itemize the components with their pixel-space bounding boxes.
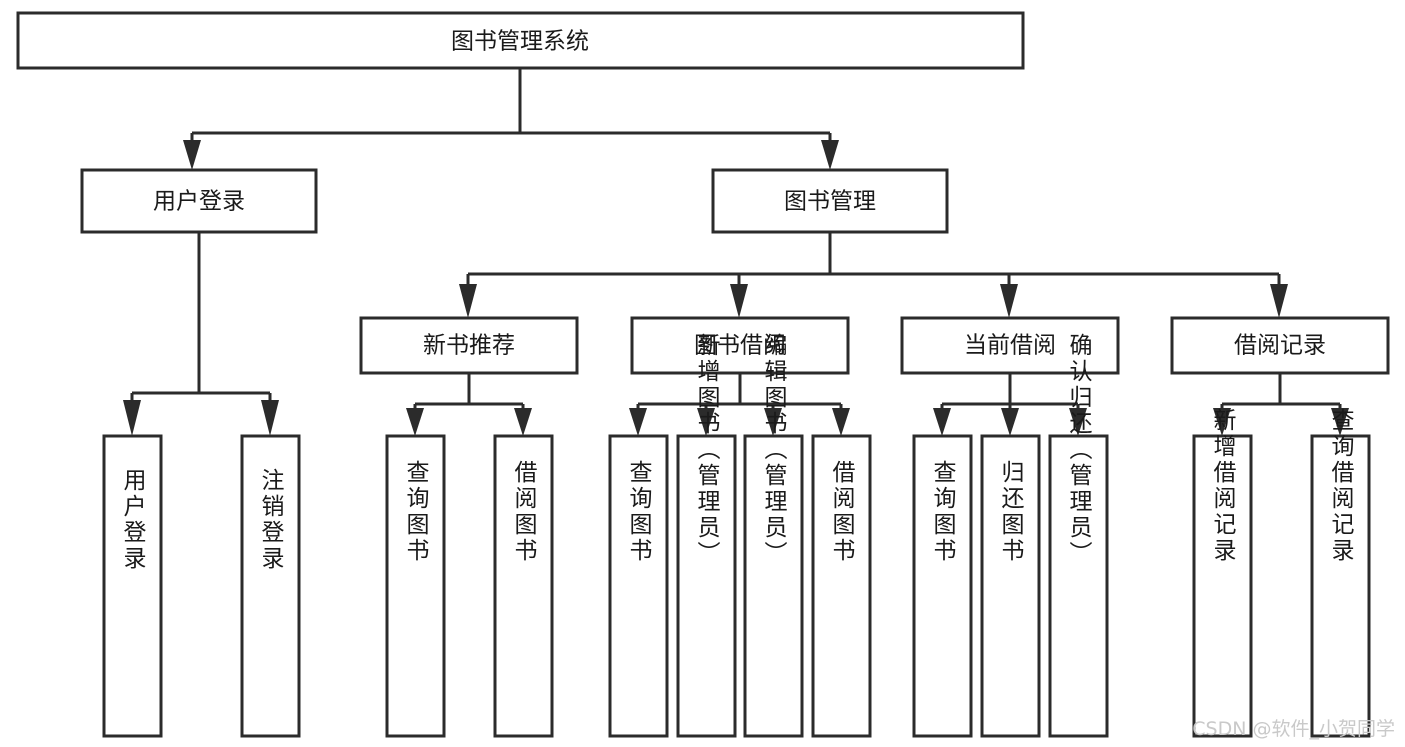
arrow-to-borrow-record — [1270, 284, 1288, 318]
node-leaf-add-book-admin-box[interactable] — [676, 434, 737, 738]
node-leaf-return-book-box[interactable] — [980, 434, 1041, 738]
node-current-borrow-box[interactable] — [900, 316, 1120, 375]
arrow-to-new-book-recommend — [459, 284, 477, 318]
node-leaf-borrow-book-1[interactable]: 借阅图书 — [493, 434, 554, 738]
node-new-book-recommend-label: 新书推荐 — [423, 333, 515, 359]
node-leaf-add-borrow-record-label: 新增借阅记录 — [1209, 408, 1237, 564]
arrow-to-leaf-add-borrow-record — [1213, 408, 1231, 436]
node-book-borrow-box[interactable] — [630, 316, 850, 375]
node-book-management-box[interactable] — [711, 168, 949, 234]
node-new-book-recommend[interactable]: 新书推荐 — [359, 316, 579, 375]
node-leaf-borrow-book-2-label: 借阅图书 — [828, 460, 856, 564]
arrow-to-leaf-edit-book-admin — [764, 408, 782, 436]
node-root-box[interactable] — [16, 11, 1025, 70]
node-leaf-borrow-book-1-box[interactable] — [493, 434, 554, 738]
node-leaf-borrow-book-1-label: 借阅图书 — [510, 460, 538, 564]
node-borrow-record[interactable]: 借阅记录 — [1170, 316, 1390, 375]
node-leaf-edit-book-admin[interactable]: 编辑图书（管理员） — [743, 333, 804, 738]
node-leaf-query-book-2[interactable]: 查询图书 — [608, 434, 669, 738]
node-leaf-add-book-admin[interactable]: 新增图书（管理员） — [676, 333, 737, 738]
node-leaf-query-book-3[interactable]: 查询图书 — [912, 434, 973, 738]
node-leaf-borrow-book-2[interactable]: 借阅图书 — [811, 434, 872, 738]
arrow-to-leaf-user-login — [123, 400, 141, 436]
node-user-login-label: 用户登录 — [153, 189, 245, 215]
node-leaf-edit-book-admin-box[interactable] — [743, 434, 804, 738]
node-leaf-confirm-return-admin-label: 确认归还（管理员） — [1065, 333, 1093, 567]
arrow-to-leaf-logout-login — [261, 400, 279, 436]
node-book-borrow-label: 图书借阅 — [694, 333, 786, 359]
node-leaf-borrow-book-2-box[interactable] — [811, 434, 872, 738]
node-leaf-confirm-return-admin[interactable]: 确认归还（管理员） — [1048, 333, 1109, 738]
watermark-text: CSDN @软件_小贺同学 — [1192, 718, 1395, 740]
node-leaf-user-login[interactable]: 用户登录 — [102, 434, 163, 738]
arrow-to-leaf-return-book — [1001, 408, 1019, 436]
node-user-login-box[interactable] — [80, 168, 318, 234]
node-leaf-query-borrow-record[interactable]: 查询借阅记录 — [1310, 408, 1371, 738]
edge-layer — [123, 68, 1349, 436]
node-leaf-add-book-admin-label: 新增图书（管理员） — [693, 333, 721, 567]
node-leaf-logout-login[interactable]: 注销登录 — [240, 434, 301, 738]
node-leaf-user-login-box[interactable] — [102, 434, 163, 738]
node-new-book-recommend-box[interactable] — [359, 316, 579, 375]
node-leaf-add-borrow-record-box[interactable] — [1192, 434, 1253, 738]
node-leaf-query-book-3-box[interactable] — [912, 434, 973, 738]
node-leaf-query-book-3-label: 查询图书 — [929, 460, 957, 564]
arrow-to-leaf-query-book-3 — [933, 408, 951, 436]
node-borrow-record-label: 借阅记录 — [1234, 333, 1326, 359]
arrow-to-leaf-query-borrow-record — [1331, 408, 1349, 436]
node-book-management[interactable]: 图书管理 — [711, 168, 949, 234]
node-leaf-query-book-1[interactable]: 查询图书 — [385, 434, 446, 738]
node-leaf-user-login-label: 用户登录 — [119, 468, 147, 572]
node-leaf-edit-book-admin-label: 编辑图书（管理员） — [760, 333, 788, 567]
node-leaf-logout-login-box[interactable] — [240, 434, 301, 738]
node-borrow-record-box[interactable] — [1170, 316, 1390, 375]
node-book-borrow[interactable]: 图书借阅 — [630, 316, 850, 375]
arrow-to-leaf-query-book-2 — [629, 408, 647, 436]
node-root-label: 图书管理系统 — [451, 29, 589, 55]
node-leaf-return-book-label: 归还图书 — [997, 460, 1025, 564]
node-leaf-query-book-1-label: 查询图书 — [402, 460, 430, 564]
arrow-to-book-management — [821, 140, 839, 170]
node-leaf-confirm-return-admin-box[interactable] — [1048, 434, 1109, 738]
node-leaf-query-borrow-record-label: 查询借阅记录 — [1327, 408, 1355, 564]
node-leaf-query-book-2-box[interactable] — [608, 434, 669, 738]
arrow-to-leaf-borrow-book-1 — [514, 408, 532, 436]
node-current-borrow[interactable]: 当前借阅 — [900, 316, 1120, 375]
arrow-to-user-login — [183, 140, 201, 170]
arrow-to-leaf-confirm-return-admin — [1069, 408, 1087, 436]
node-user-login[interactable]: 用户登录 — [80, 168, 318, 234]
arrow-to-book-borrow — [730, 284, 748, 318]
node-current-borrow-label: 当前借阅 — [964, 333, 1056, 359]
node-leaf-add-borrow-record[interactable]: 新增借阅记录 — [1192, 408, 1253, 738]
arrow-to-leaf-borrow-book-2 — [832, 408, 850, 436]
node-book-management-label: 图书管理 — [784, 189, 876, 215]
node-leaf-query-book-2-label: 查询图书 — [625, 460, 653, 564]
node-leaf-return-book[interactable]: 归还图书 — [980, 434, 1041, 738]
node-leaf-query-borrow-record-box[interactable] — [1310, 434, 1371, 738]
arrow-to-leaf-query-book-1 — [406, 408, 424, 436]
arrow-to-leaf-add-book-admin — [697, 408, 715, 436]
node-leaf-query-book-1-box[interactable] — [385, 434, 446, 738]
node-root[interactable]: 图书管理系统 — [16, 11, 1025, 70]
node-leaf-logout-login-label: 注销登录 — [257, 468, 285, 572]
arrow-to-current-borrow — [1000, 284, 1018, 318]
